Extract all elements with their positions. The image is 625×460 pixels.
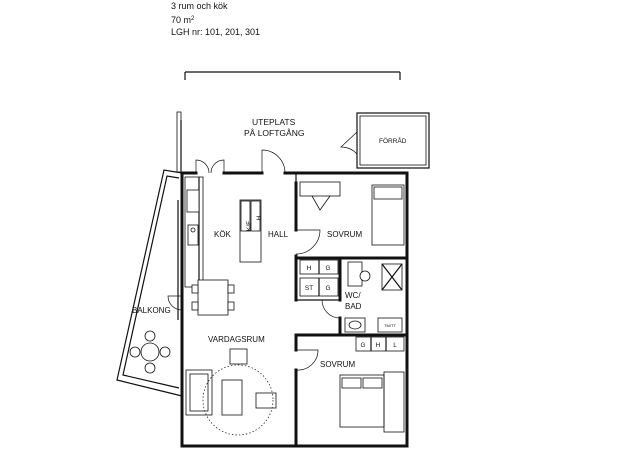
closet-g-bed-label: G — [360, 342, 365, 349]
balcony-chair-4 — [129, 346, 141, 358]
rug-circle — [202, 364, 274, 436]
balcony-door-swing — [167, 295, 183, 311]
washer-label: TM/TT — [384, 323, 396, 328]
sovrum-2-label: SOVRUM — [320, 360, 355, 369]
patio-door-left — [195, 159, 210, 174]
pa-loftgang-label: PÅ LOFTGÅNG — [244, 128, 304, 138]
storage-outline — [356, 112, 430, 169]
hall-label: HALL — [268, 230, 289, 239]
storage-inner — [359, 115, 427, 166]
dining-chair-2 — [191, 301, 199, 311]
bed2-door-swing — [295, 349, 319, 371]
vardagsrum-label: VARDAGSRUM — [208, 335, 265, 344]
kitchen-sink-drain — [190, 227, 196, 233]
fixtures — [129, 149, 405, 436]
bed1-desk-chair — [311, 195, 331, 211]
area-text: 70 m2 — [171, 13, 260, 26]
balcony-chair-2 — [159, 346, 171, 358]
closet-l-bed-label: L — [393, 342, 397, 349]
dining-chair-1 — [191, 284, 199, 294]
balkong-label: BALKONG — [132, 306, 171, 315]
bed2-closets — [355, 336, 405, 352]
balcony-inner — [122, 175, 180, 389]
kf-cabinet — [240, 200, 251, 232]
armchair-1 — [229, 348, 248, 365]
bed2-pillow-1 — [341, 377, 362, 389]
kf-cabinet-label: K/F — [246, 221, 253, 231]
coffee-table — [221, 379, 243, 416]
apartment-numbers-text: LGH nr: 101, 201, 301 — [171, 27, 261, 37]
armchair-2 — [255, 392, 277, 409]
bed1-desk — [299, 181, 341, 197]
bed2-wardrobe — [383, 371, 405, 433]
walls — [116, 71, 430, 448]
sofa-seat — [189, 373, 209, 412]
room-count-text: 3 rum och kök — [171, 1, 228, 11]
bath-sink-bowl — [348, 320, 362, 330]
h-cabinet — [250, 200, 261, 232]
uteplats-label: UTEPLATS — [252, 117, 296, 127]
closet-g-lower-label: G — [325, 285, 330, 292]
bed1-pillow — [373, 186, 403, 200]
bed2-pillow-2 — [362, 377, 383, 389]
bath-shower-area — [347, 261, 363, 287]
balcony-chair-3 — [144, 362, 156, 374]
bath-door-swing — [321, 299, 341, 319]
shower-diag-2 — [381, 263, 403, 291]
closet-h-bed-label: H — [376, 342, 381, 349]
kitchen-sink — [187, 224, 199, 246]
balcony-chair-1 — [144, 330, 156, 342]
balcony-table — [140, 342, 160, 362]
dining-chair-3 — [227, 284, 235, 294]
closet-h-label: H — [307, 265, 312, 272]
closet-g-upper-label: G — [325, 265, 330, 272]
balcony-outline — [116, 169, 183, 397]
forrad-label: FÖRRÅD — [379, 136, 407, 145]
storage-door-swing — [340, 131, 358, 155]
wc-label: WC/ — [345, 291, 361, 300]
dining-table — [197, 279, 229, 316]
bed1-door-swing — [295, 229, 321, 255]
sovrum-1-label: SOVRUM — [327, 230, 362, 239]
washer-dryer — [377, 317, 403, 333]
bath-toilet — [359, 270, 371, 282]
h-kitchen-label: H — [256, 215, 263, 220]
bad-label: BAD — [345, 302, 362, 311]
kitchen-stove — [186, 189, 200, 213]
closet-st-label: ST — [305, 285, 313, 292]
entrance-door-swing — [261, 149, 286, 174]
plan-header: 3 rum och kök 70 m2 LGH nr: 101, 201, 30… — [171, 0, 260, 39]
dining-chair-4 — [227, 301, 235, 311]
area-exponent: 2 — [191, 16, 195, 22]
area-value: 70 m — [171, 15, 192, 25]
kok-label: KÖK — [214, 230, 232, 239]
patio-door-right — [210, 159, 225, 174]
